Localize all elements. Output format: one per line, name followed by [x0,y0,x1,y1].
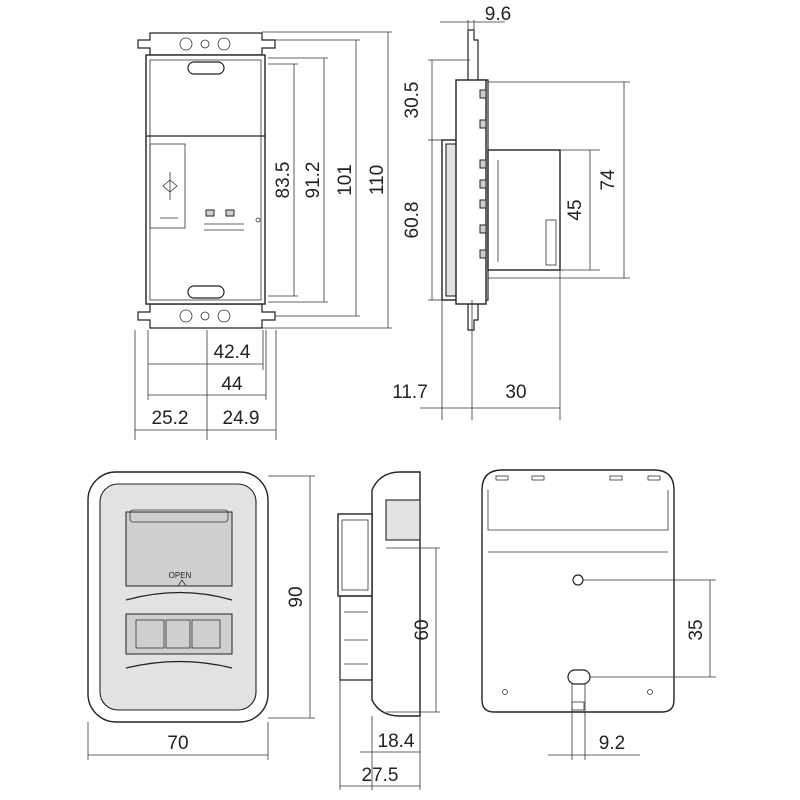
dim-cover-w: 70 [167,733,188,754]
dim-side-top: 9.6 [485,4,511,25]
dim-front-h4: 110 [367,165,388,195]
dim-side-lower: 60.8 [402,202,423,239]
dim-cover-side-d2: 27.5 [362,765,399,786]
dim-side-box-h2: 74 [598,169,619,191]
dim-front-h1: 83.5 [273,162,294,199]
open-label: OPEN [169,571,192,580]
dim-side-upper: 30.5 [402,82,423,119]
dim-front-w2: 44 [221,374,243,395]
dim-cover-h: 90 [286,586,307,607]
dim-back-w: 9.2 [599,733,625,754]
dim-cover-side-h: 60 [412,619,433,640]
dim-front-w3: 25.2 [152,408,189,429]
dim-front-w1: 42.4 [214,342,251,363]
dim-side-depth1: 11.7 [392,382,428,403]
dim-side-depth2: 30 [505,382,526,403]
dim-front-h3: 101 [335,164,356,196]
dim-front-h2: 91.2 [303,162,324,199]
cover-back-view: 35 9.2 [481,469,716,760]
dim-back-h: 35 [686,619,707,640]
cover-front-view: OPEN 90 70 [87,471,315,760]
dim-side-box-h: 45 [565,199,586,220]
front-view: 83.5 91.2 101 110 42.4 44 25.2 24.9 [134,31,392,440]
side-view: 9.6 30.5 60.8 45 74 11.7 30 [392,4,630,420]
cover-side-view: 60 18.4 27.5 [337,471,440,790]
dim-cover-side-d1: 18.4 [378,731,415,752]
dim-front-w4: 24.9 [223,408,260,429]
